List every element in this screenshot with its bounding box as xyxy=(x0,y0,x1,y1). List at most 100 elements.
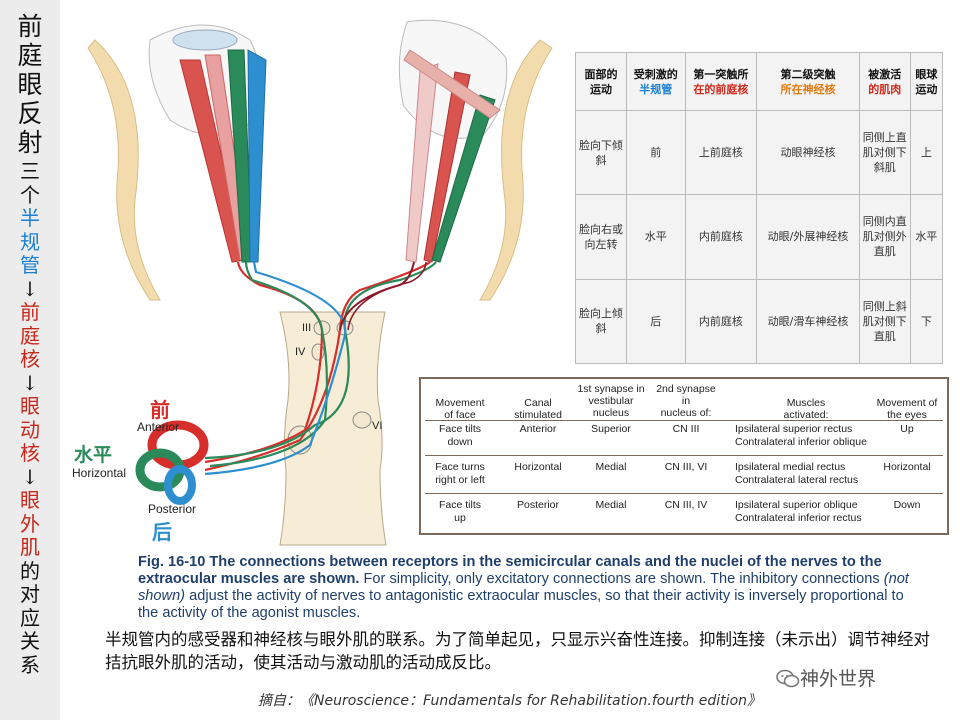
label-anterior: Anterior xyxy=(137,420,180,434)
en-cell: Horizontal xyxy=(514,461,562,473)
en-cell: Medial xyxy=(595,499,627,511)
right-orbit-bone xyxy=(479,39,553,301)
semicircular-canals xyxy=(135,420,209,505)
cn-header-muscles: 被激活的肌肉 xyxy=(858,52,911,111)
sidebar-title: 前庭眼反射 xyxy=(17,12,43,157)
cn-header-second-synapse: 第二级突触所在神经核 xyxy=(756,52,860,111)
en-table: Movement of face Canal stimulated 1st sy… xyxy=(419,377,949,535)
label-front: 前 xyxy=(150,398,170,422)
posterior-canal xyxy=(164,465,196,505)
cn-cell: 前 xyxy=(626,109,686,196)
cn-cell: 同侧上直肌对侧下斜肌 xyxy=(858,109,911,196)
source-citation: 摘自：《Neuroscience：Fundamentals for Rehabi… xyxy=(258,693,762,709)
chain-item: 三个 xyxy=(20,159,40,207)
chain-item: 前庭核 xyxy=(20,300,40,371)
red-pathway xyxy=(204,261,431,472)
chain-arrow: ↓ xyxy=(21,464,39,489)
right-lateral-rectus xyxy=(423,71,471,263)
en-cell: CN III, VI xyxy=(664,461,708,473)
sidebar-chain: 三个 半规管 ↓ 前庭核 ↓ 眼动核 ↓ 眼外肌 的对应关系 xyxy=(8,159,52,677)
sidebar: 前庭眼反射 三个 半规管 ↓ 前庭核 ↓ 眼动核 ↓ 眼外肌 的对应关系 xyxy=(0,0,60,720)
table-row: 脸向下倾斜 前 上前庭核 动眼神经核 同侧上直肌对侧下斜肌 上 xyxy=(575,109,944,196)
en-cell: Face tilts up xyxy=(438,499,481,524)
left-superior-oblique xyxy=(247,49,267,263)
chain-arrow: ↓ xyxy=(21,370,39,395)
caption-italic: (not shown) xyxy=(138,571,909,604)
en-cell: CN III xyxy=(672,423,700,435)
cn-cell: 动眼神经核 xyxy=(756,109,860,196)
cn-cell: 同侧内直肌对侧外直肌 xyxy=(858,194,911,280)
cn-header-first-synapse: 第一突触所在的前庭核 xyxy=(684,52,758,111)
cn-cell: 脸向右或向左转 xyxy=(575,194,627,280)
dark-pathway xyxy=(347,261,427,331)
en-cell: Ipsilateral medial rectus Contralateral … xyxy=(735,461,859,486)
en-cell: Ipsilateral superior oblique Contralater… xyxy=(735,499,862,524)
caption-bold: The connections between receptors in the… xyxy=(138,554,882,587)
vestibulo-ocular-diagram xyxy=(87,19,553,546)
en-header-muscles: Muscles activated: xyxy=(783,397,829,421)
cn-cell: 下 xyxy=(909,278,944,365)
cn-header-eye: 眼球运动 xyxy=(909,52,944,111)
label-nucleus-iii: III xyxy=(302,322,312,334)
en-cell: Anterior xyxy=(519,423,557,435)
table-row: 脸向上倾斜 后 内前庭核 动眼/滑车神经核 同侧上斜肌对侧下直肌 下 xyxy=(575,278,944,365)
chain-item: 眼动核 xyxy=(20,394,40,465)
en-header-first-synapse: 1st synapse in vestibular nucleus xyxy=(577,383,645,419)
en-cell: Up xyxy=(900,423,914,435)
cn-caption: 半规管内的感受器和神经核与眼外肌的联系。为了简单起见，只显示兴奋性连接。抑制连接… xyxy=(105,630,930,672)
cn-table-header-row: 面部的运动 受刺激的半规管 第一突触所在的前庭核 第二级突触所在神经核 被激活的… xyxy=(575,52,944,111)
cn-cell: 脸向下倾斜 xyxy=(575,109,627,196)
cn-cell: 动眼/滑车神经核 xyxy=(756,278,860,365)
chain-item: 眼外肌 xyxy=(20,488,40,559)
nucleus-vi xyxy=(352,411,372,429)
label-horizontal: Horizontal xyxy=(72,466,127,480)
cn-cell: 水平 xyxy=(909,194,944,280)
cn-cell: 内前庭核 xyxy=(684,194,758,280)
en-header-face: Movement of face xyxy=(435,397,485,421)
table-row: 脸向右或向左转 水平 内前庭核 动眼/外展神经核 同侧内直肌对侧外直肌 水平 xyxy=(575,194,944,280)
brainstem xyxy=(279,311,387,546)
cn-cell: 上 xyxy=(909,109,944,196)
cn-cell: 内前庭核 xyxy=(684,278,758,365)
en-header-second-synapse: 2nd synapse in nucleus of: xyxy=(656,383,716,419)
caption-fig-number: Fig. 16-10 xyxy=(138,554,206,570)
cn-cell: 同侧上斜肌对侧下直肌 xyxy=(858,278,911,365)
label-nucleus-iv: IV xyxy=(295,346,306,358)
en-cell: Down xyxy=(893,499,921,511)
figure-caption: Fig. 16-10 The connections between recep… xyxy=(138,554,928,622)
chain-item: 的对应关系 xyxy=(20,558,40,677)
cn-table: 面部的运动 受刺激的半规管 第一突触所在的前庭核 第二级突触所在神经核 被激活的… xyxy=(575,52,944,365)
cn-cell: 上前庭核 xyxy=(684,109,758,196)
label-nucleus-vi: VI xyxy=(372,420,383,432)
label-horizontal-cn: 水平 xyxy=(74,444,113,466)
green-pathway-2 xyxy=(209,261,329,468)
cn-header-face: 面部的运动 xyxy=(575,52,627,111)
chain-arrow: ↓ xyxy=(21,276,39,301)
left-orbit-bone xyxy=(87,39,161,301)
en-cell: CN III, IV xyxy=(664,499,708,511)
en-cell: Horizontal xyxy=(883,461,931,473)
right-inferior-rectus xyxy=(431,94,496,263)
wechat-icon xyxy=(776,669,800,688)
blue-pathway xyxy=(204,261,347,476)
en-cell: Face turns right or left xyxy=(435,461,485,486)
en-cell: Posterior xyxy=(516,499,559,511)
label-back: 后 xyxy=(152,520,172,544)
en-cell: Superior xyxy=(591,423,631,435)
cn-cell: 水平 xyxy=(626,194,686,280)
watermark: 神外世界 xyxy=(800,668,877,690)
en-cell: Ipsilateral superior rectus Contralatera… xyxy=(735,423,867,448)
en-header-canal: Canal stimulated xyxy=(514,397,562,421)
red-pathway-2 xyxy=(204,261,324,464)
cn-cell: 动眼/外展神经核 xyxy=(756,194,860,280)
right-inferior-oblique xyxy=(403,49,501,119)
label-posterior: Posterior xyxy=(148,502,197,516)
cn-header-canal: 受刺激的半规管 xyxy=(626,52,686,111)
en-cell: Medial xyxy=(595,461,627,473)
en-cell: Face tilts down xyxy=(438,423,481,448)
cn-cell: 脸向上倾斜 xyxy=(575,278,627,365)
caption-text-1: For simplicity, only excitatory connecti… xyxy=(363,571,880,587)
caption-text-2: adjust the activity of nerves to antagon… xyxy=(138,588,904,621)
chain-item: 半规管 xyxy=(20,206,40,277)
en-header-eye: Movement of the eyes xyxy=(876,397,938,421)
